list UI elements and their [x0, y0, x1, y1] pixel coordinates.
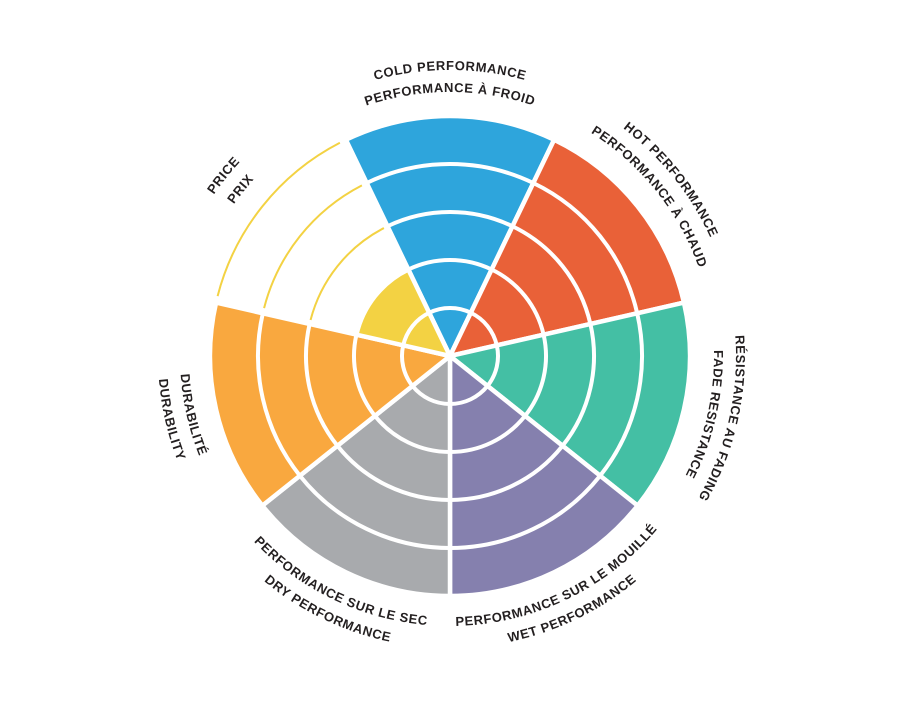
sector-fill-fade-resistance	[447, 300, 693, 508]
ring-separator	[399, 344, 415, 388]
sector-fill-price	[354, 267, 453, 359]
ring-separator	[407, 258, 493, 272]
sector-fill-cold-performance	[343, 113, 557, 359]
ring-outline	[216, 141, 341, 297]
ring-separator	[532, 181, 640, 314]
ring-separator	[401, 310, 431, 346]
ring-separator	[304, 323, 339, 448]
ring-separator	[298, 474, 451, 550]
ring-separator	[449, 474, 602, 550]
ring-separator	[428, 305, 472, 315]
sector-fill-wet-performance	[447, 353, 640, 599]
ring-separator	[449, 414, 527, 454]
ring-separator	[561, 323, 596, 448]
sector-label-cold-performance-line1: COLD PERFORMANCE	[372, 58, 528, 83]
ring-separator	[523, 334, 548, 418]
sector-fill-durability	[207, 300, 453, 508]
ring-separator	[373, 414, 451, 454]
ring-separator	[386, 210, 514, 229]
ring-separator	[352, 334, 377, 418]
ring-separator	[485, 344, 501, 388]
sector-fill-dry-performance	[260, 353, 453, 599]
ring-separator	[449, 444, 565, 502]
ring-separator	[449, 384, 490, 406]
ring-separator	[256, 312, 302, 477]
ring-separator	[335, 444, 451, 502]
ring-separator	[598, 312, 644, 477]
ring-separator	[365, 162, 535, 185]
sector-label-cold-performance-line2: PERFORMANCE À FROID	[363, 80, 538, 108]
sector-fill-hot-performance	[447, 137, 687, 359]
ring-separator	[511, 224, 593, 325]
ring-separator	[410, 384, 451, 406]
ring-separator	[469, 310, 499, 346]
ring-separator	[490, 267, 546, 336]
ring-outline	[263, 184, 363, 309]
ring-outline	[309, 227, 385, 321]
